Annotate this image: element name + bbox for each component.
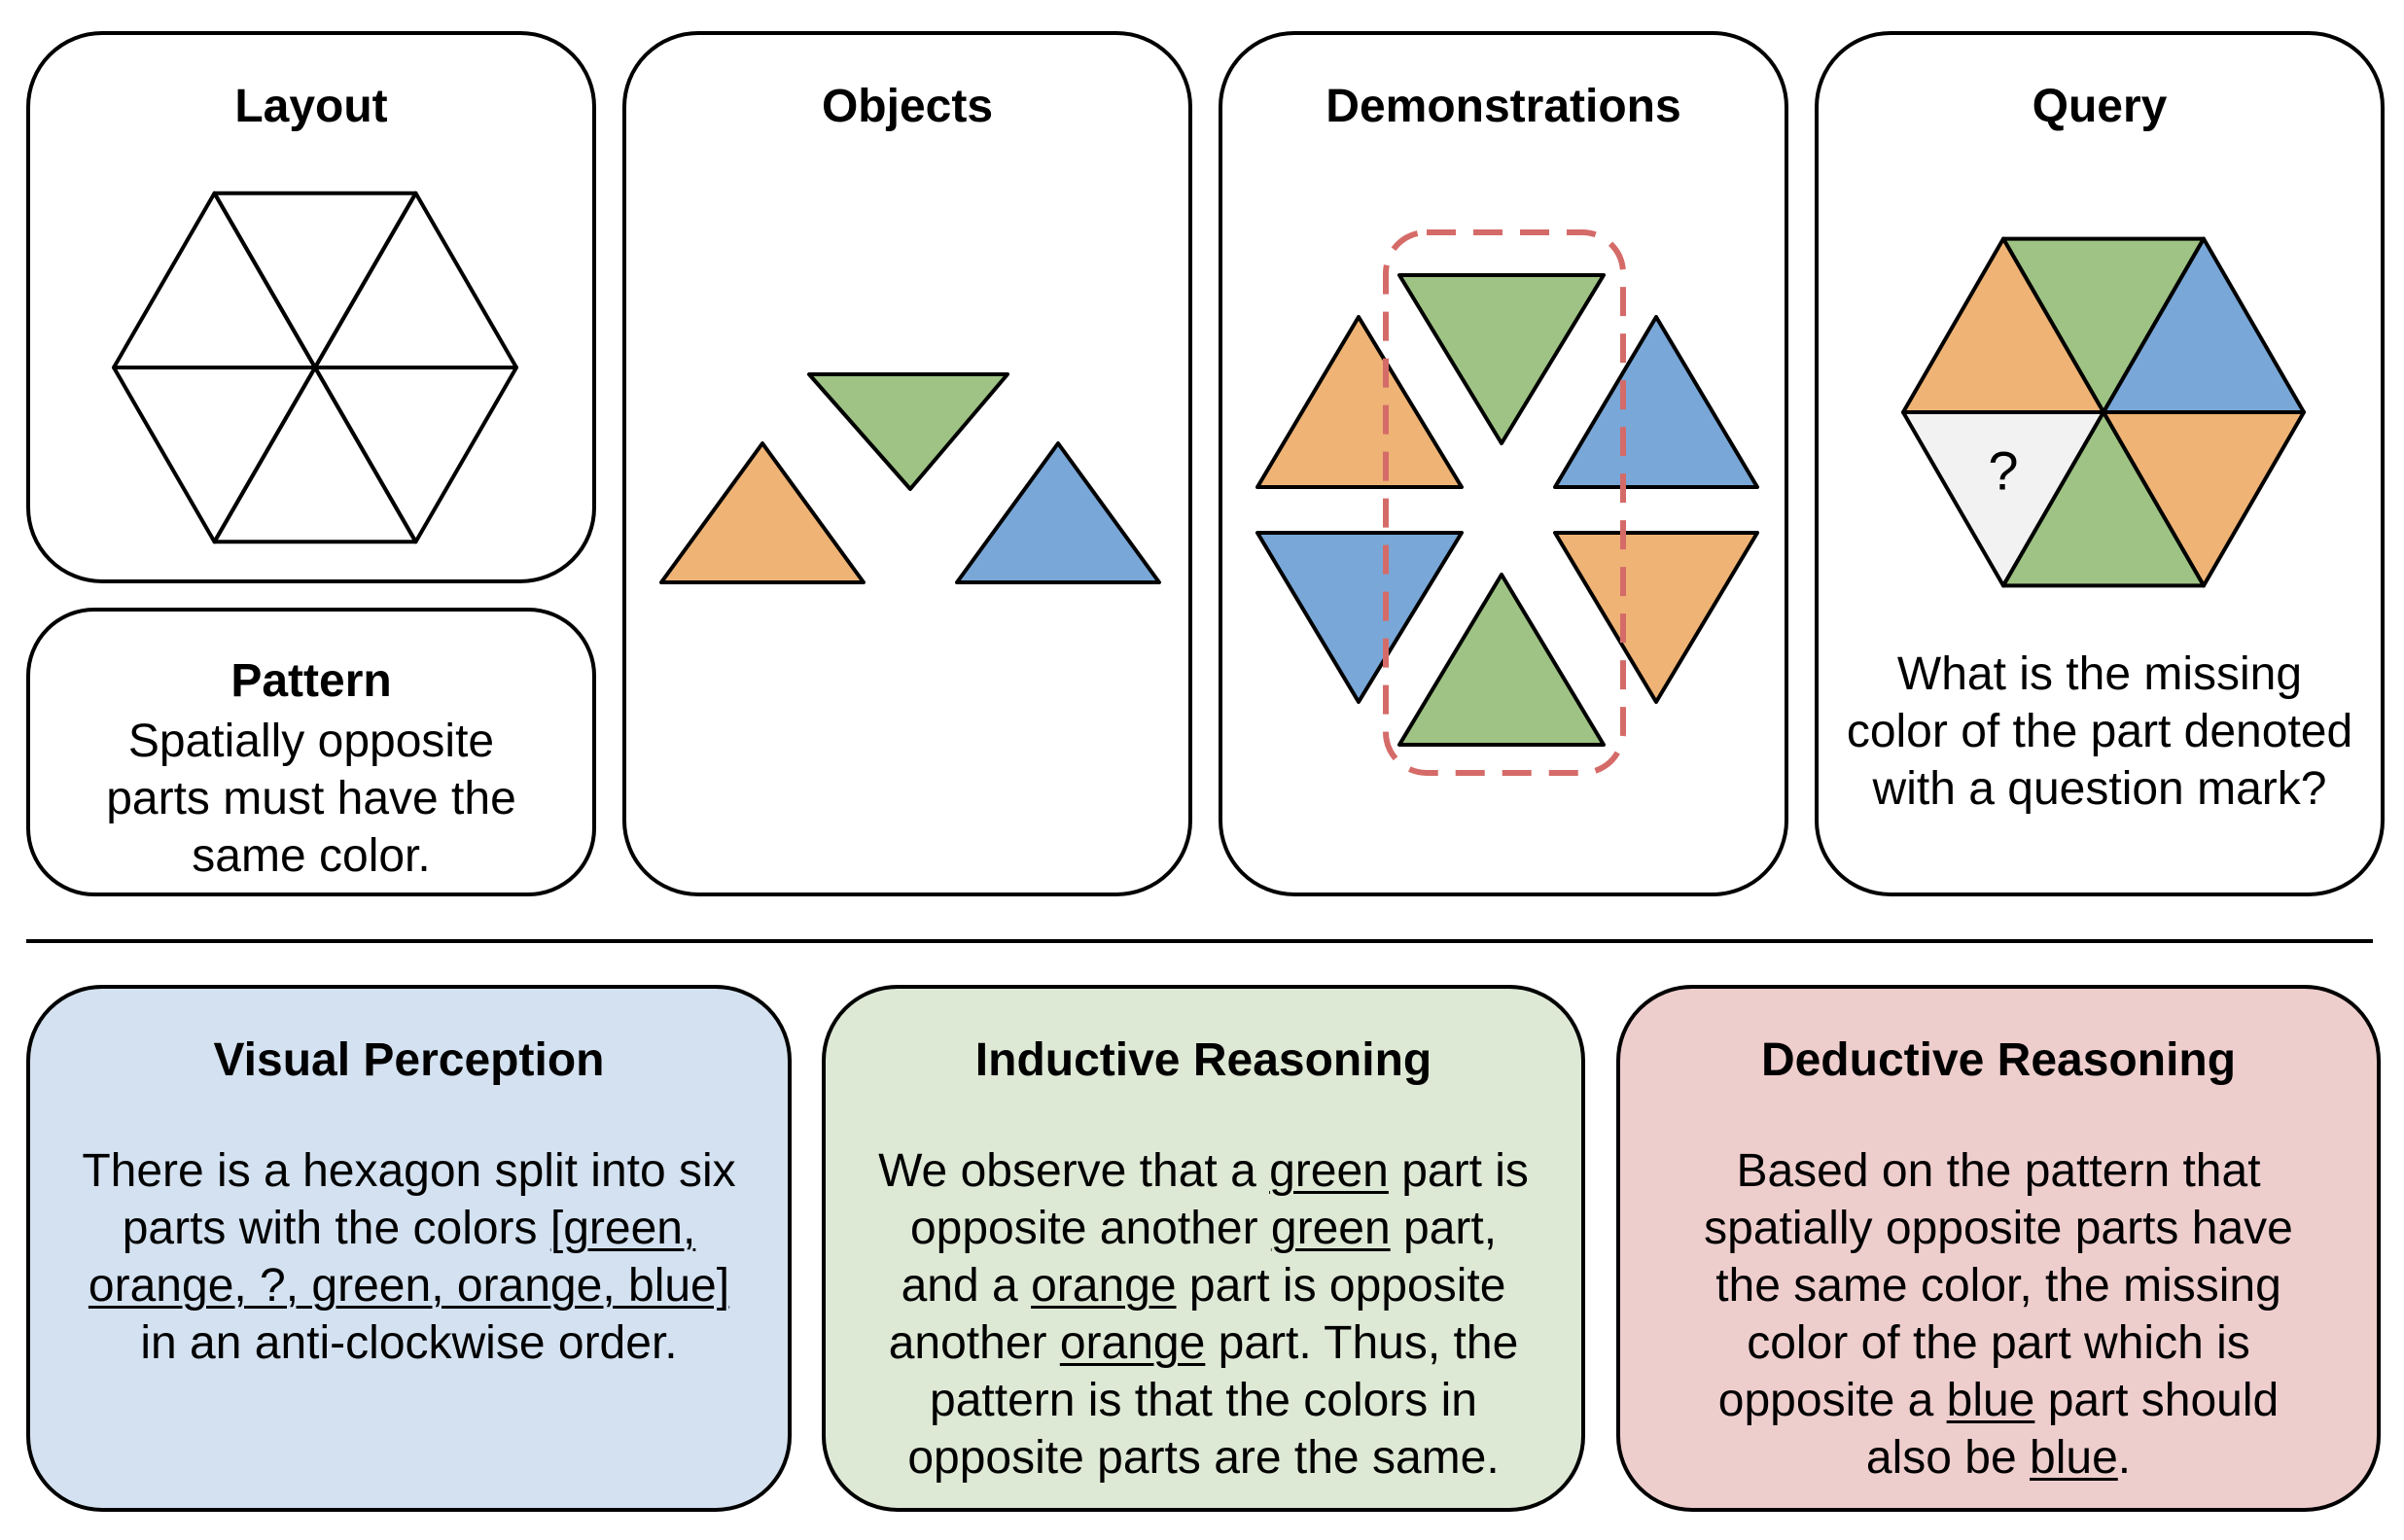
layout-part-lower-right [313,366,518,544]
query-title: Query [2032,81,2168,132]
layout-part-top [212,191,418,369]
deductive-reasoning-text: Based on the pattern that spatially oppos… [1620,1142,2377,1487]
highlighted-term: blue [2030,1432,2118,1484]
highlighted-term: orange [1059,1317,1206,1369]
text-segment: We observe that a [878,1145,1270,1197]
visual-perception-panel: Visual Perception There is a hexagon spl… [26,985,792,1512]
deductive-reasoning-line: the same color, the missing [1620,1257,2377,1314]
demo-part-bottom-green [1397,573,1606,747]
text-segment: spatially opposite parts have [1704,1203,2293,1254]
highlighted-term: orange, ?, green, orange, blue] [88,1260,730,1312]
deductive-reasoning-line: opposite a blue part should [1620,1372,2377,1429]
text-segment: There is a hexagon split into six [82,1145,736,1197]
demonstrations-figure [1255,229,1759,776]
layout-part-upper-left [112,191,317,369]
layout-part-lower-left [112,366,317,544]
deductive-reasoning-line: also be blue. [1620,1429,2377,1487]
objects-panel: Objects [622,31,1192,896]
deductive-reasoning-line: spatially opposite parts have [1620,1200,2377,1257]
text-segment: also be [1865,1432,2031,1484]
object-triangle-orange [659,441,866,584]
demo-part-upper-right-blue [1553,315,1759,489]
pattern-title: Pattern [230,655,392,707]
text-segment: Based on the pattern that [1736,1145,2261,1197]
visual-perception-line: orange, ?, green, orange, blue] [30,1257,788,1314]
question-mark-icon: ? [1988,439,2018,501]
demonstrations-panel: Demonstrations [1219,31,1788,896]
question-line: color of the part denoted [1846,706,2353,757]
highlighted-term: green [1270,1203,1391,1254]
pattern-line: parts must have the [106,773,516,824]
demo-part-lower-right-orange [1553,531,1759,704]
inductive-reasoning-line: another orange part. Thus, the [826,1314,1581,1372]
demo-part-lower-left-blue [1255,531,1464,704]
inductive-reasoning-panel: Inductive Reasoning We observe that a gr… [822,985,1585,1512]
text-segment: opposite parts are the same. [907,1432,1500,1484]
deductive-reasoning-line: color of the part which is [1620,1314,2377,1372]
inductive-reasoning-line: We observe that a green part is [826,1142,1581,1200]
visual-perception-line: parts with the colors [green, [30,1200,788,1257]
object-triangle-green [807,372,1009,491]
objects-figure [659,372,1161,584]
visual-perception-line: There is a hexagon split into six [30,1142,788,1200]
text-segment: part should [2034,1375,2280,1426]
text-segment: part is [1388,1145,1529,1197]
objects-title: Objects [821,81,994,132]
text-segment: parts with the colors [122,1203,550,1254]
text-segment: opposite another [909,1203,1271,1254]
text-segment: color of the part which is [1747,1317,2250,1369]
pattern-line: same color. [192,830,431,882]
pattern-panel: Pattern Spatially opposite parts must ha… [26,608,596,896]
deductive-reasoning-line: Based on the pattern that [1620,1142,2377,1200]
inductive-reasoning-line: and a orange part is opposite [826,1257,1581,1314]
highlighted-term: green [1269,1145,1389,1197]
deductive-reasoning-panel: Deductive Reasoning Based on the pattern… [1616,985,2381,1512]
demo-part-upper-left-orange [1255,315,1464,489]
demo-part-top-green [1397,273,1606,445]
inductive-reasoning-line: pattern is that the colors in [826,1372,1581,1429]
pattern-line: Spatially opposite [127,716,495,767]
layout-title: Layout [234,81,388,132]
deductive-reasoning-title: Deductive Reasoning [1760,1034,2237,1086]
text-segment: part is opposite [1176,1260,1506,1312]
query-question: What is the missing color of the part de… [1819,646,2381,818]
text-segment: part. Thus, the [1205,1317,1519,1369]
layout-hexagon [112,191,518,544]
layout-panel: Layout [26,31,596,583]
visual-perception-title: Visual Perception [213,1034,605,1086]
text-segment: the same color, the missing [1715,1260,2281,1312]
highlighted-term: [green, [549,1203,696,1254]
highlighted-term: blue [1946,1375,2035,1426]
text-segment: opposite a [1717,1375,1947,1426]
query-panel: Query ? What is the missing color of the… [1815,31,2385,896]
text-segment: in an anti-clockwise order. [140,1317,678,1369]
layout-part-bottom [212,366,418,544]
inductive-reasoning-title: Inductive Reasoning [974,1034,1432,1086]
opposite-pair-highlight [1383,229,1626,776]
pattern-description: Spatially opposite parts must have the s… [30,713,592,885]
layout-part-upper-right [313,191,518,369]
text-segment: another [888,1317,1060,1369]
inductive-reasoning-line: opposite another green part, [826,1200,1581,1257]
question-line: with a question mark? [1872,763,2327,815]
question-line: What is the missing [1896,648,2303,700]
text-segment: . [2117,1432,2132,1484]
object-triangle-blue [955,441,1161,584]
visual-perception-line: in an anti-clockwise order. [30,1314,788,1372]
highlighted-term: orange [1031,1260,1177,1312]
text-segment: part, [1390,1203,1498,1254]
section-divider [26,939,2373,943]
layout-hexagon-figure [112,191,518,544]
text-segment: pattern is that the colors in [930,1375,1477,1426]
inductive-reasoning-line: opposite parts are the same. [826,1429,1581,1487]
demonstrations-title: Demonstrations [1326,81,1681,132]
text-segment: and a [901,1260,1032,1312]
query-part-bottom-green [2001,410,2206,588]
query-hexagon-figure: ? [1901,236,2306,588]
